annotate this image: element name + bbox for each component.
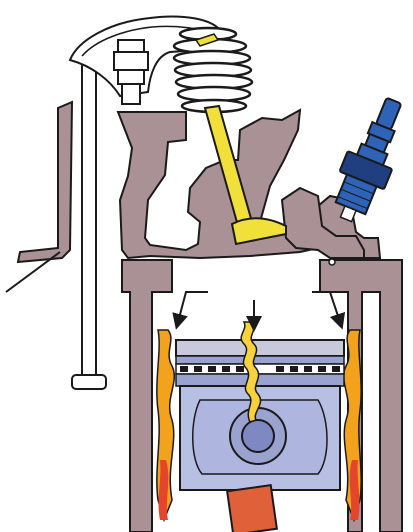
connecting-rod	[227, 485, 277, 532]
blow-by-arrow-icon	[178, 292, 340, 324]
pushrod	[72, 60, 106, 389]
cylinder-head-left	[18, 102, 72, 262]
piston-icon	[176, 340, 344, 532]
